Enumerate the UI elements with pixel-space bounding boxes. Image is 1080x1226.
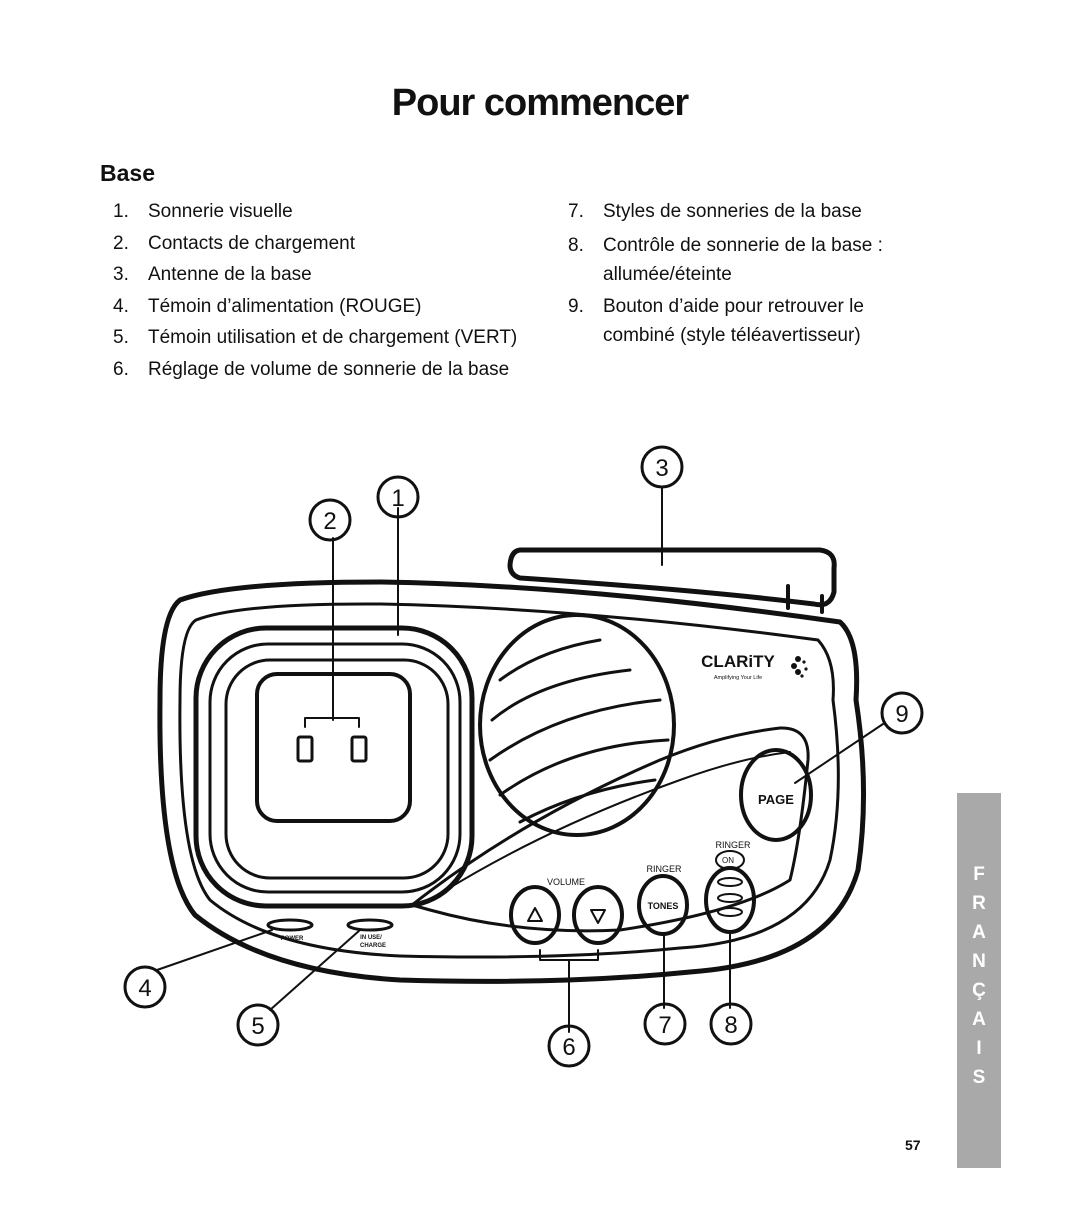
ringer-on-label: ON: [722, 856, 734, 865]
item-number: 6.: [113, 358, 129, 380]
item-text: Contrôle de sonnerie de la base : allumé…: [603, 234, 883, 285]
language-letter: Ç: [972, 980, 986, 1001]
item-number: 4.: [113, 295, 129, 317]
callout-6: 6: [562, 1034, 575, 1061]
antenna-mount: [786, 584, 824, 614]
leader-line-9: [794, 723, 884, 784]
language-letter: A: [972, 1009, 986, 1030]
in-use-label-line2: CHARGE: [360, 943, 386, 949]
list-item: 7. Styles de sonneries de la base: [568, 196, 898, 228]
brand-logo-text: CLARiTY: [701, 652, 775, 671]
item-number: 7.: [568, 201, 584, 222]
callout-7: 7: [658, 1012, 671, 1039]
callout-circle-4: [123, 965, 167, 1009]
cradle-mid: [208, 642, 462, 894]
item-text: Bouton d’aide pour retrouver le combiné …: [603, 295, 864, 346]
legend-list-left: 1. Sonnerie visuelle 2. Contacts de charge…: [113, 196, 543, 385]
triangle-down-icon: [590, 909, 606, 924]
triangle-up-icon: [527, 907, 543, 922]
item-text: Réglage de volume de sonnerie de la base: [148, 358, 510, 380]
page-button-label: PAGE: [758, 792, 794, 807]
language-letter: S: [972, 1067, 986, 1088]
callout-circle-9: [880, 691, 924, 735]
item-number: 9.: [568, 295, 584, 317]
item-text: Styles de sonneries de la base: [603, 201, 862, 222]
language-letter: A: [972, 922, 986, 943]
callout-3: 3: [655, 455, 668, 482]
leader-line-5: [269, 929, 361, 1011]
section-heading: Base: [100, 160, 155, 186]
ringer-left-label: RINGER: [646, 864, 682, 874]
list-item: 8. Contrôle de sonnerie de la base : allu…: [568, 230, 898, 289]
base-body-inner: [178, 602, 840, 959]
power-label: POWER: [281, 936, 304, 942]
language-letter: I: [976, 1038, 982, 1059]
in-use-label-line1: IN USE/: [360, 935, 382, 941]
speaker-grille: [478, 613, 676, 837]
callout-circle-7: [643, 1002, 687, 1046]
legend-list-right: 7. Styles de sonneries de la base 8. Contr…: [568, 196, 898, 352]
item-text: Antenne de la base: [148, 264, 312, 285]
list-item: 5. Témoin utilisation et de chargement (V…: [113, 322, 543, 354]
language-tab: [957, 793, 1001, 1168]
item-text: Témoin utilisation et de chargement (VER…: [148, 327, 518, 348]
callout-circle-6: [547, 1024, 591, 1068]
language-letter: R: [972, 893, 986, 914]
ringer-top-label: RINGER: [715, 840, 751, 850]
callout-circle-1: [376, 475, 420, 519]
base-body-outer: [157, 579, 867, 984]
item-number: 2.: [113, 232, 129, 254]
page-button[interactable]: [739, 748, 813, 842]
list-item: 4. Témoin d’alimentation (ROUGE): [113, 291, 543, 323]
item-text: Sonnerie visuelle: [148, 201, 293, 222]
callout-1: 1: [391, 485, 404, 512]
list-item: 6. Réglage de volume de sonnerie de la ba…: [113, 354, 543, 386]
callout-8: 8: [724, 1012, 737, 1039]
callout-circle-5: [236, 1003, 280, 1047]
volume-label: VOLUME: [547, 877, 585, 887]
list-item: 1. Sonnerie visuelle: [113, 196, 543, 228]
volume-up-button[interactable]: [509, 885, 561, 945]
page-title: Pour commencer: [391, 82, 689, 124]
tones-button[interactable]: [637, 874, 689, 936]
item-number: 8.: [568, 234, 584, 256]
callout-9: 9: [895, 701, 908, 728]
callout-circle-8: [709, 1002, 753, 1046]
page-number: 57: [905, 1137, 921, 1153]
power-led: [266, 918, 314, 932]
item-text: Témoin d’alimentation (ROUGE): [148, 295, 422, 317]
callout-circle-3: [640, 445, 684, 489]
list-item: 3. Antenne de la base: [113, 259, 543, 291]
volume-down-button[interactable]: [572, 885, 624, 945]
tones-button-label: TONES: [648, 901, 679, 911]
charging-contact-left: [296, 735, 314, 763]
callout-5: 5: [251, 1013, 264, 1040]
callout-4: 4: [138, 975, 151, 1002]
item-text: Contacts de chargement: [148, 232, 356, 254]
antenna: [507, 547, 837, 608]
clarity-logo-mark: [791, 656, 808, 678]
list-item: 2. Contacts de chargement: [113, 228, 543, 260]
charge-led: [346, 918, 394, 932]
list-item: 9. Bouton d’aide pour retrouver le combin…: [568, 291, 898, 350]
cradle-inner: [224, 658, 450, 880]
charging-contact-right: [350, 735, 368, 763]
callout-circle-2: [308, 498, 352, 542]
callout-2: 2: [323, 508, 336, 535]
language-letter: N: [972, 951, 986, 972]
brand-tagline: Amplifying Your Life: [714, 675, 762, 681]
item-number: 5.: [113, 327, 129, 348]
leader-line-4: [156, 929, 273, 971]
item-number: 3.: [113, 264, 129, 285]
language-letter: F: [973, 864, 985, 885]
item-number: 1.: [113, 201, 129, 222]
